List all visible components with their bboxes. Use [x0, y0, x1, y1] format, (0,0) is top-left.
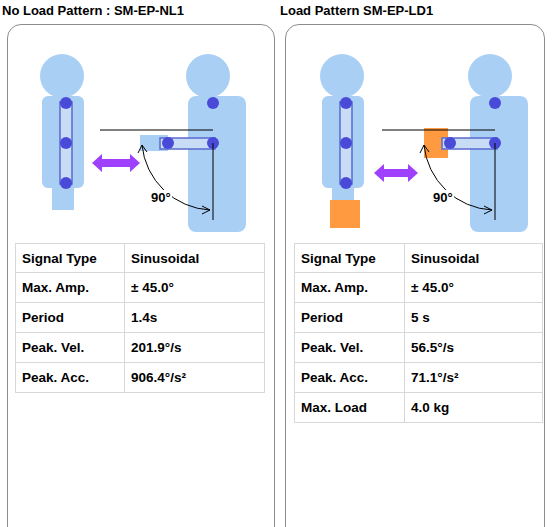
table-cell: 56.5°/s: [405, 333, 543, 363]
table-cell: Signal Type: [15, 243, 125, 273]
table-cell: 906.4°/s²: [125, 363, 265, 393]
table-cell: Max. Amp.: [15, 273, 125, 303]
table-cell: 5 s: [405, 303, 543, 333]
table-cell: ± 45.0°: [125, 273, 265, 303]
left-figures: [40, 54, 246, 232]
table-cell: 4.0 kg: [405, 393, 543, 423]
table-cell: Max. Amp.: [294, 273, 405, 303]
table-cell: Signal Type: [294, 243, 405, 273]
table-cell: Sinusoidal: [125, 243, 265, 273]
table-cell: 1.4s: [125, 303, 265, 333]
table-cell: Peak. Acc.: [15, 363, 125, 393]
table-cell: Sinusoidal: [405, 243, 543, 273]
table-cell: Peak. Acc.: [294, 363, 405, 393]
table-cell: ± 45.0°: [405, 273, 543, 303]
table-cell: Peak. Vel.: [294, 333, 405, 363]
panel-heading: No Load Pattern : SM-EP-NL1: [2, 3, 184, 18]
table-cell: Peak. Vel.: [15, 333, 125, 363]
table-cell: Max. Load: [294, 393, 405, 423]
table-cell: Period: [15, 303, 125, 333]
panel-heading: Load Pattern SM-EP-LD1: [280, 3, 433, 18]
table-cell: 71.1°/s²: [405, 363, 543, 393]
table-cell: Period: [294, 303, 405, 333]
right-figures: [320, 54, 528, 232]
table-cell: 201.9°/s: [125, 333, 265, 363]
angle-label: 90°: [432, 190, 454, 205]
angle-label: 90°: [150, 190, 172, 205]
